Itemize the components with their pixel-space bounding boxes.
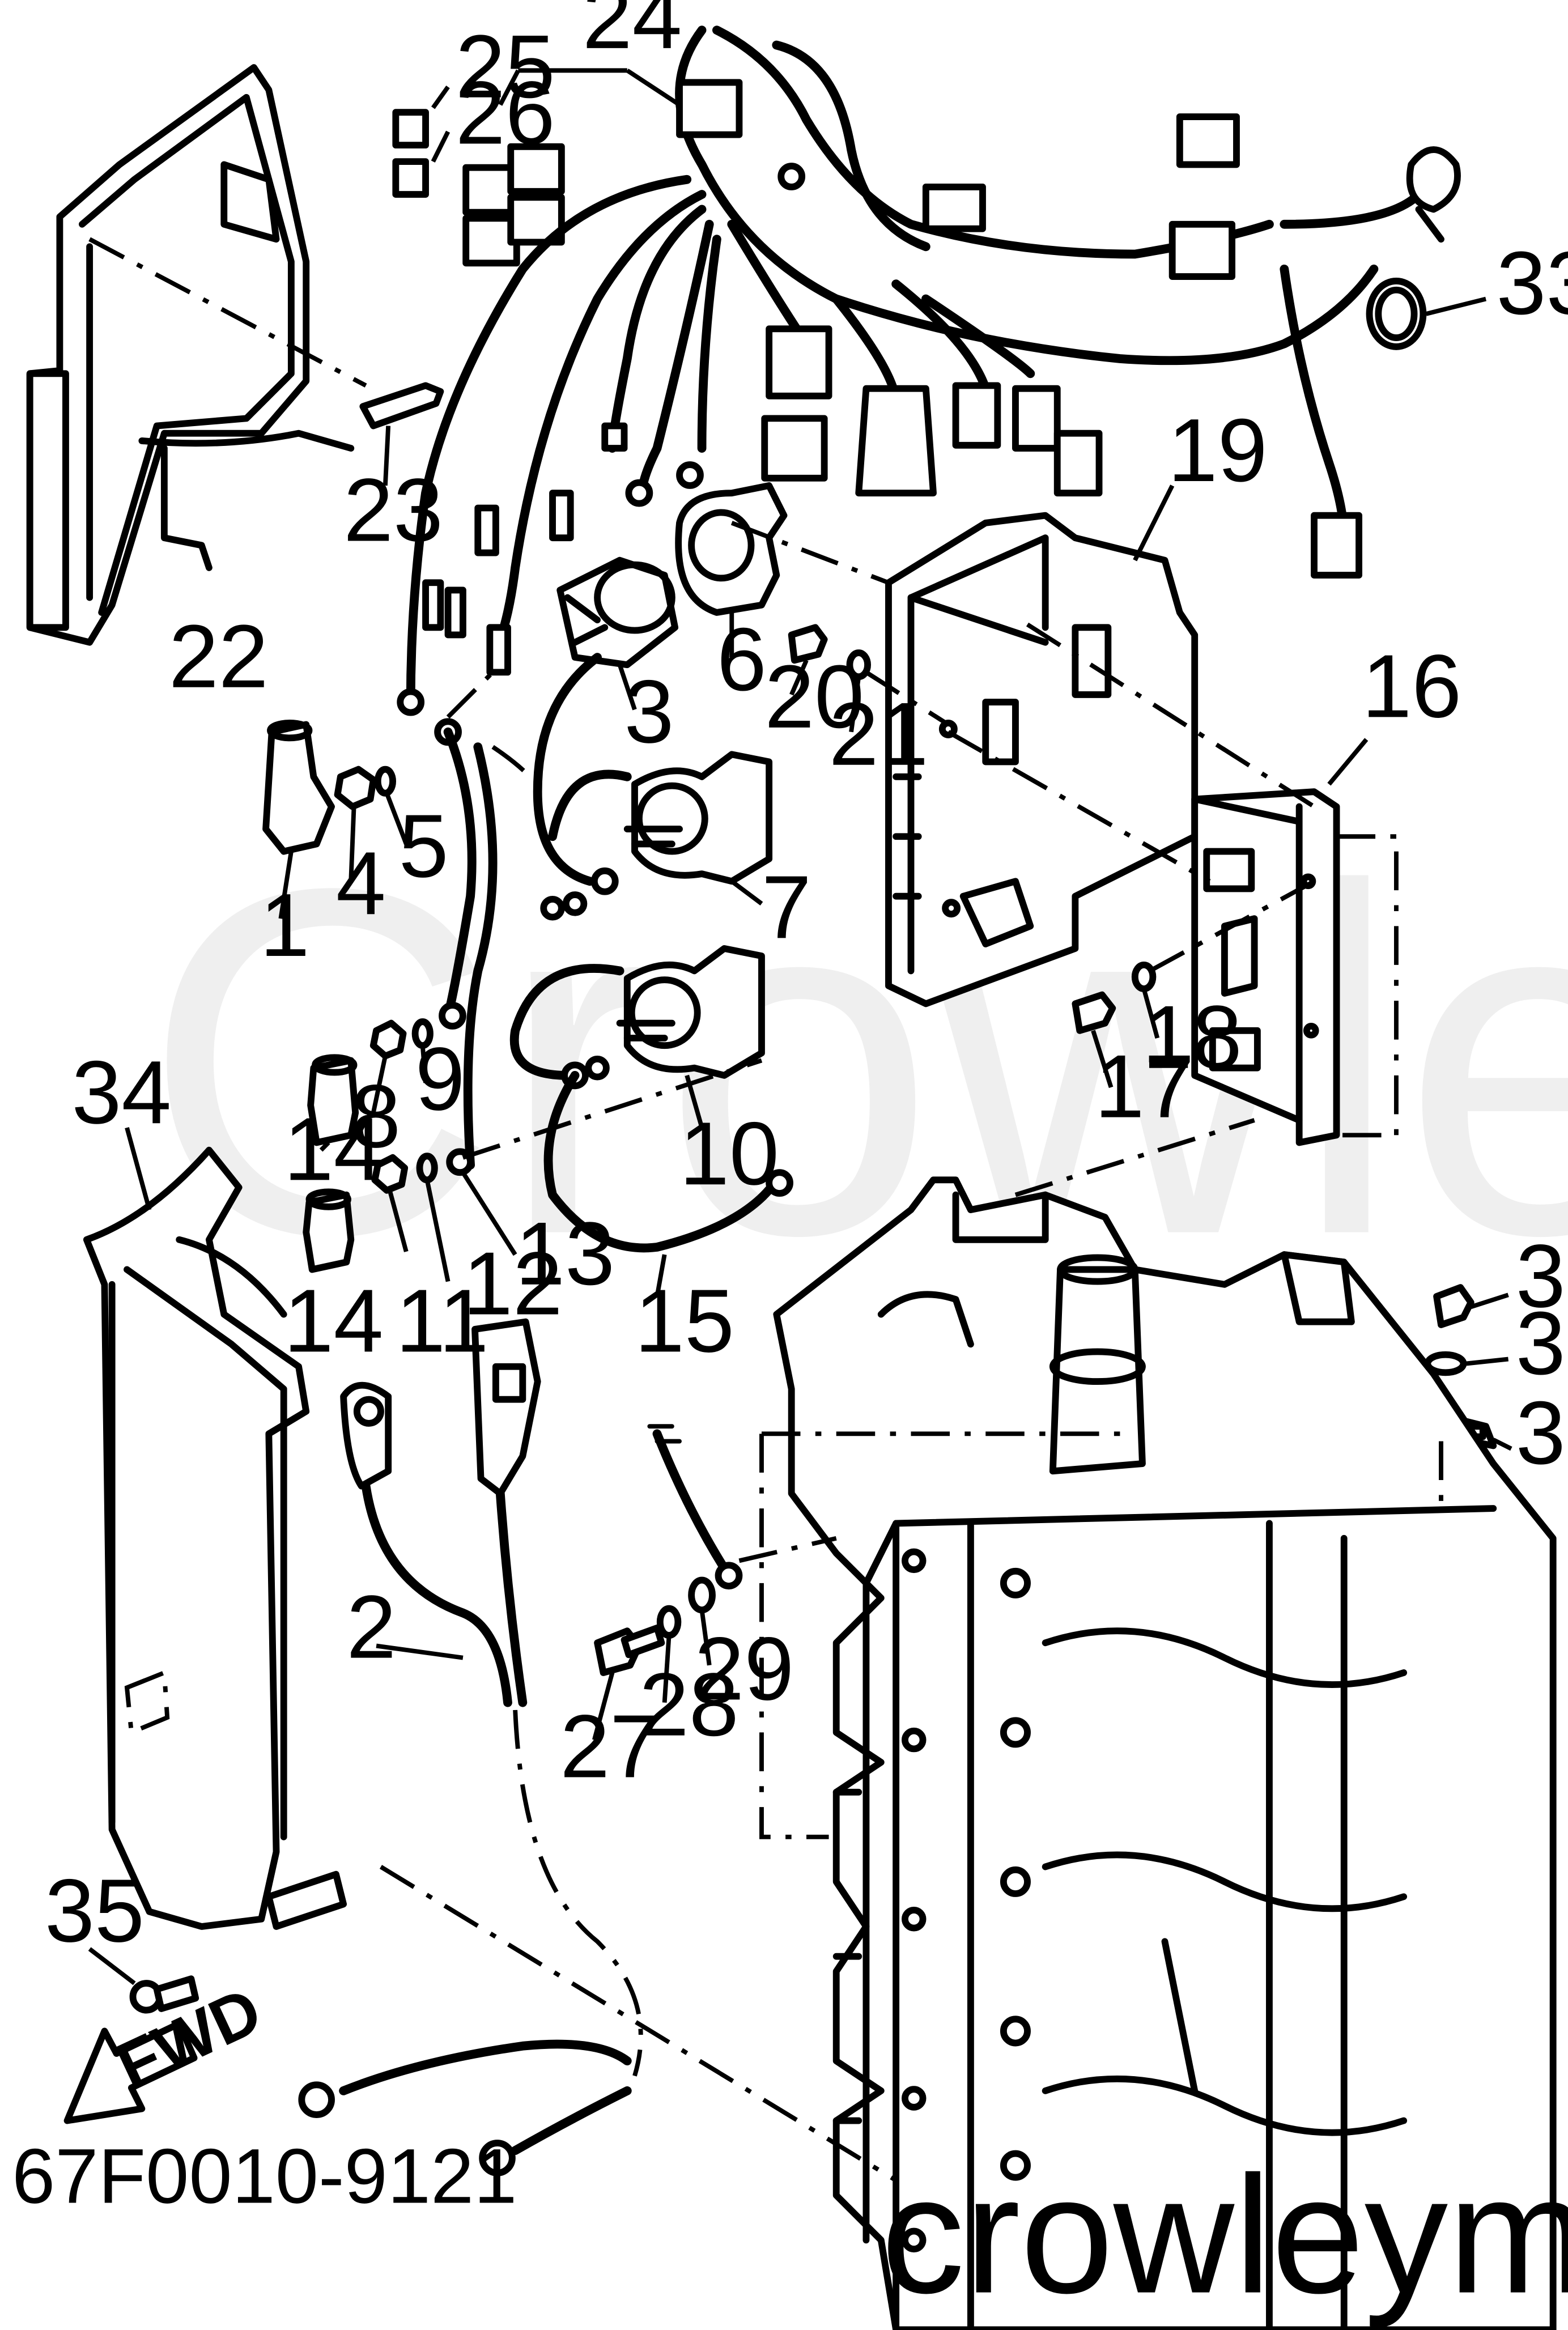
callout-label: 25 [456, 16, 555, 117]
callout-label: 11 [396, 1270, 488, 1371]
callout-label: 35 [45, 1860, 145, 1961]
callout-label: 26 [456, 62, 555, 163]
callout-label: 34 [71, 1042, 171, 1142]
callout-label: 13 [515, 1204, 615, 1304]
callout-label: 27 [560, 1696, 660, 1796]
callout-label: 5 [399, 796, 449, 896]
callout-label: 10 [679, 1103, 779, 1204]
cover-part-22 [26, 64, 355, 646]
wiring-harness-part-24 [397, 25, 1461, 746]
bolt-washers-27-28-29 [592, 1424, 743, 1741]
reference-lines [88, 237, 1443, 2183]
callout-label: 14 [284, 1099, 384, 1199]
callout-label: 32 [1516, 1293, 1568, 1393]
callout-label: 31 [1516, 1226, 1568, 1326]
diagram-code: 67F0010-9121 [12, 2133, 517, 2220]
callout-label: 24 [583, 0, 682, 67]
callout-label: 4 [336, 833, 386, 933]
fasteners-17-18-20-21 [788, 624, 1160, 1089]
callout-label: 23 [343, 460, 443, 560]
callout-label: 15 [635, 1270, 734, 1371]
cap-part-14b [303, 1188, 355, 1273]
callout-label: 8 [351, 1066, 401, 1166]
callout-label: 6 [717, 609, 767, 709]
callout-label: 1 [260, 875, 310, 975]
callout-label: 22 [169, 606, 269, 707]
leaders-24-26 [431, 68, 681, 163]
callout-label: 3 [624, 661, 674, 762]
relay-unit-part-7 [623, 751, 773, 905]
callout-label: 33 [1497, 233, 1568, 333]
bracket-part-16 [1191, 738, 1369, 1146]
relay-part-3 [556, 556, 679, 711]
site-url: crowleymarine.com [881, 2141, 1568, 2329]
callout-label: 18 [1142, 987, 1242, 1087]
callout-label: 12 [463, 1234, 563, 1334]
cap-part-1 [262, 720, 335, 919]
callout-label: 9 [415, 1028, 465, 1129]
callout-label: 29 [694, 1618, 794, 1719]
battery-cable-part-2 [298, 1318, 643, 2176]
clip-part-23 [359, 382, 444, 486]
leads-7-10 [439, 653, 793, 1297]
callout-label: 30 [1516, 1383, 1568, 1483]
callout-label: 17 [1095, 1036, 1195, 1137]
callout-label: 2 [346, 1577, 396, 1677]
side-cover-part-34 [83, 1127, 347, 1930]
callout-label: 20 [764, 647, 864, 747]
band-part-33 [1366, 278, 1487, 350]
nuts-and-washers [319, 766, 517, 1282]
callout-label: 7 [762, 857, 811, 957]
callout-label: 19 [1168, 400, 1268, 500]
callout-labels: 1 2 3 4 5 6 7 8 9 10 11 12 13 14 14 15 1… [45, 0, 1568, 1961]
bolt-part-35 [88, 1947, 199, 2014]
bracket-part-6 [675, 482, 788, 658]
callout-label: 16 [1362, 636, 1461, 736]
callout-label: 28 [639, 1655, 739, 1755]
cap-part-14a [307, 1054, 359, 1146]
callout-label: 21 [829, 684, 929, 784]
callout-label: 14 [284, 1270, 384, 1371]
bracket-part-19 [885, 484, 1199, 1007]
engine-block [773, 1176, 1557, 2330]
